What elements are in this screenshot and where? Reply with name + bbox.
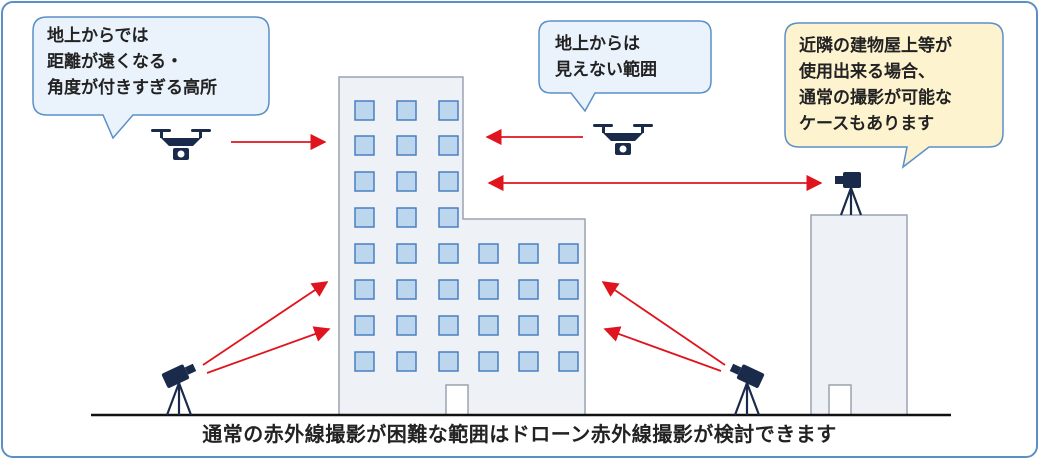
building-window bbox=[396, 100, 417, 121]
building-window bbox=[354, 207, 375, 228]
bubble-right-line: 通常の撮影が可能な bbox=[799, 88, 952, 108]
camera-tripod-icon bbox=[161, 363, 197, 416]
building-window bbox=[354, 315, 375, 336]
building-window bbox=[354, 135, 375, 156]
arrow-left-camera-lower bbox=[206, 326, 331, 374]
main-building-door bbox=[445, 384, 469, 416]
building-window bbox=[478, 315, 499, 336]
diagram-canvas bbox=[32, 16, 1004, 417]
arrow-right-camera-upper bbox=[601, 281, 726, 366]
building-window bbox=[558, 279, 579, 300]
bubble-middle-line: 地上からは bbox=[555, 34, 640, 54]
bubble-left-line: 距離が遠くなる・ bbox=[47, 52, 183, 72]
arrows bbox=[202, 128, 823, 374]
camera-tripod-icon bbox=[729, 363, 765, 416]
bubble-right-line: ケースもあります bbox=[799, 114, 935, 134]
bubble-right-line: 使用出来る場合、 bbox=[799, 62, 935, 82]
bubble-left-line: 角度が付きすぎる高所 bbox=[47, 78, 217, 98]
building-window bbox=[558, 243, 579, 264]
camera-tripod-icon bbox=[835, 172, 863, 216]
speech-bubble-right bbox=[784, 22, 1004, 169]
building-window bbox=[438, 351, 459, 372]
building-window bbox=[396, 171, 417, 192]
bubble-middle-text: 地上からは 見えない範囲 bbox=[555, 31, 657, 83]
building-window bbox=[438, 207, 459, 228]
building-window bbox=[518, 279, 539, 300]
building-window bbox=[354, 279, 375, 300]
drone-icon bbox=[151, 129, 211, 160]
building-window bbox=[558, 315, 579, 336]
building-window bbox=[396, 279, 417, 300]
arrow-left-camera-upper bbox=[202, 281, 329, 366]
building-window bbox=[438, 279, 459, 300]
building-window bbox=[396, 351, 417, 372]
building-window bbox=[518, 351, 539, 372]
bubble-left-line: 地上からでは bbox=[47, 26, 149, 46]
bubble-right-line: 近隣の建物屋上等が bbox=[799, 36, 952, 56]
main-building bbox=[338, 76, 586, 416]
building-window bbox=[396, 135, 417, 156]
building-window bbox=[438, 135, 459, 156]
neighbor-building-door bbox=[828, 384, 852, 416]
building-window bbox=[478, 279, 499, 300]
arrow-right-camera-lower bbox=[603, 326, 722, 372]
drone-icon bbox=[593, 124, 653, 155]
neighbor-building bbox=[810, 214, 908, 416]
building-window bbox=[354, 100, 375, 121]
building-window bbox=[558, 351, 579, 372]
building-window bbox=[438, 243, 459, 264]
building-window bbox=[354, 171, 375, 192]
speech-bubble-middle bbox=[538, 20, 712, 113]
caption: 通常の赤外線撮影が困難な範囲はドローン赤外線撮影が検討できます bbox=[202, 422, 837, 446]
bubble-left-text: 地上からでは 距離が遠くなる・ 角度が付きすぎる高所 bbox=[47, 23, 217, 101]
building-window bbox=[438, 100, 459, 121]
building-window bbox=[396, 315, 417, 336]
building-window bbox=[438, 171, 459, 192]
building-window bbox=[478, 351, 499, 372]
building-window bbox=[438, 315, 459, 336]
building-window bbox=[354, 243, 375, 264]
building-window bbox=[518, 315, 539, 336]
building-window bbox=[396, 207, 417, 228]
building-windows bbox=[354, 100, 579, 372]
bubble-right-text: 近隣の建物屋上等が 使用出来る場合、 通常の撮影が可能な ケースもあります bbox=[799, 33, 952, 137]
building-window bbox=[518, 243, 539, 264]
building-window bbox=[478, 243, 499, 264]
bubble-middle-line: 見えない範囲 bbox=[555, 60, 657, 80]
building-window bbox=[396, 243, 417, 264]
building-window bbox=[354, 351, 375, 372]
speech-bubble-left bbox=[32, 16, 270, 140]
